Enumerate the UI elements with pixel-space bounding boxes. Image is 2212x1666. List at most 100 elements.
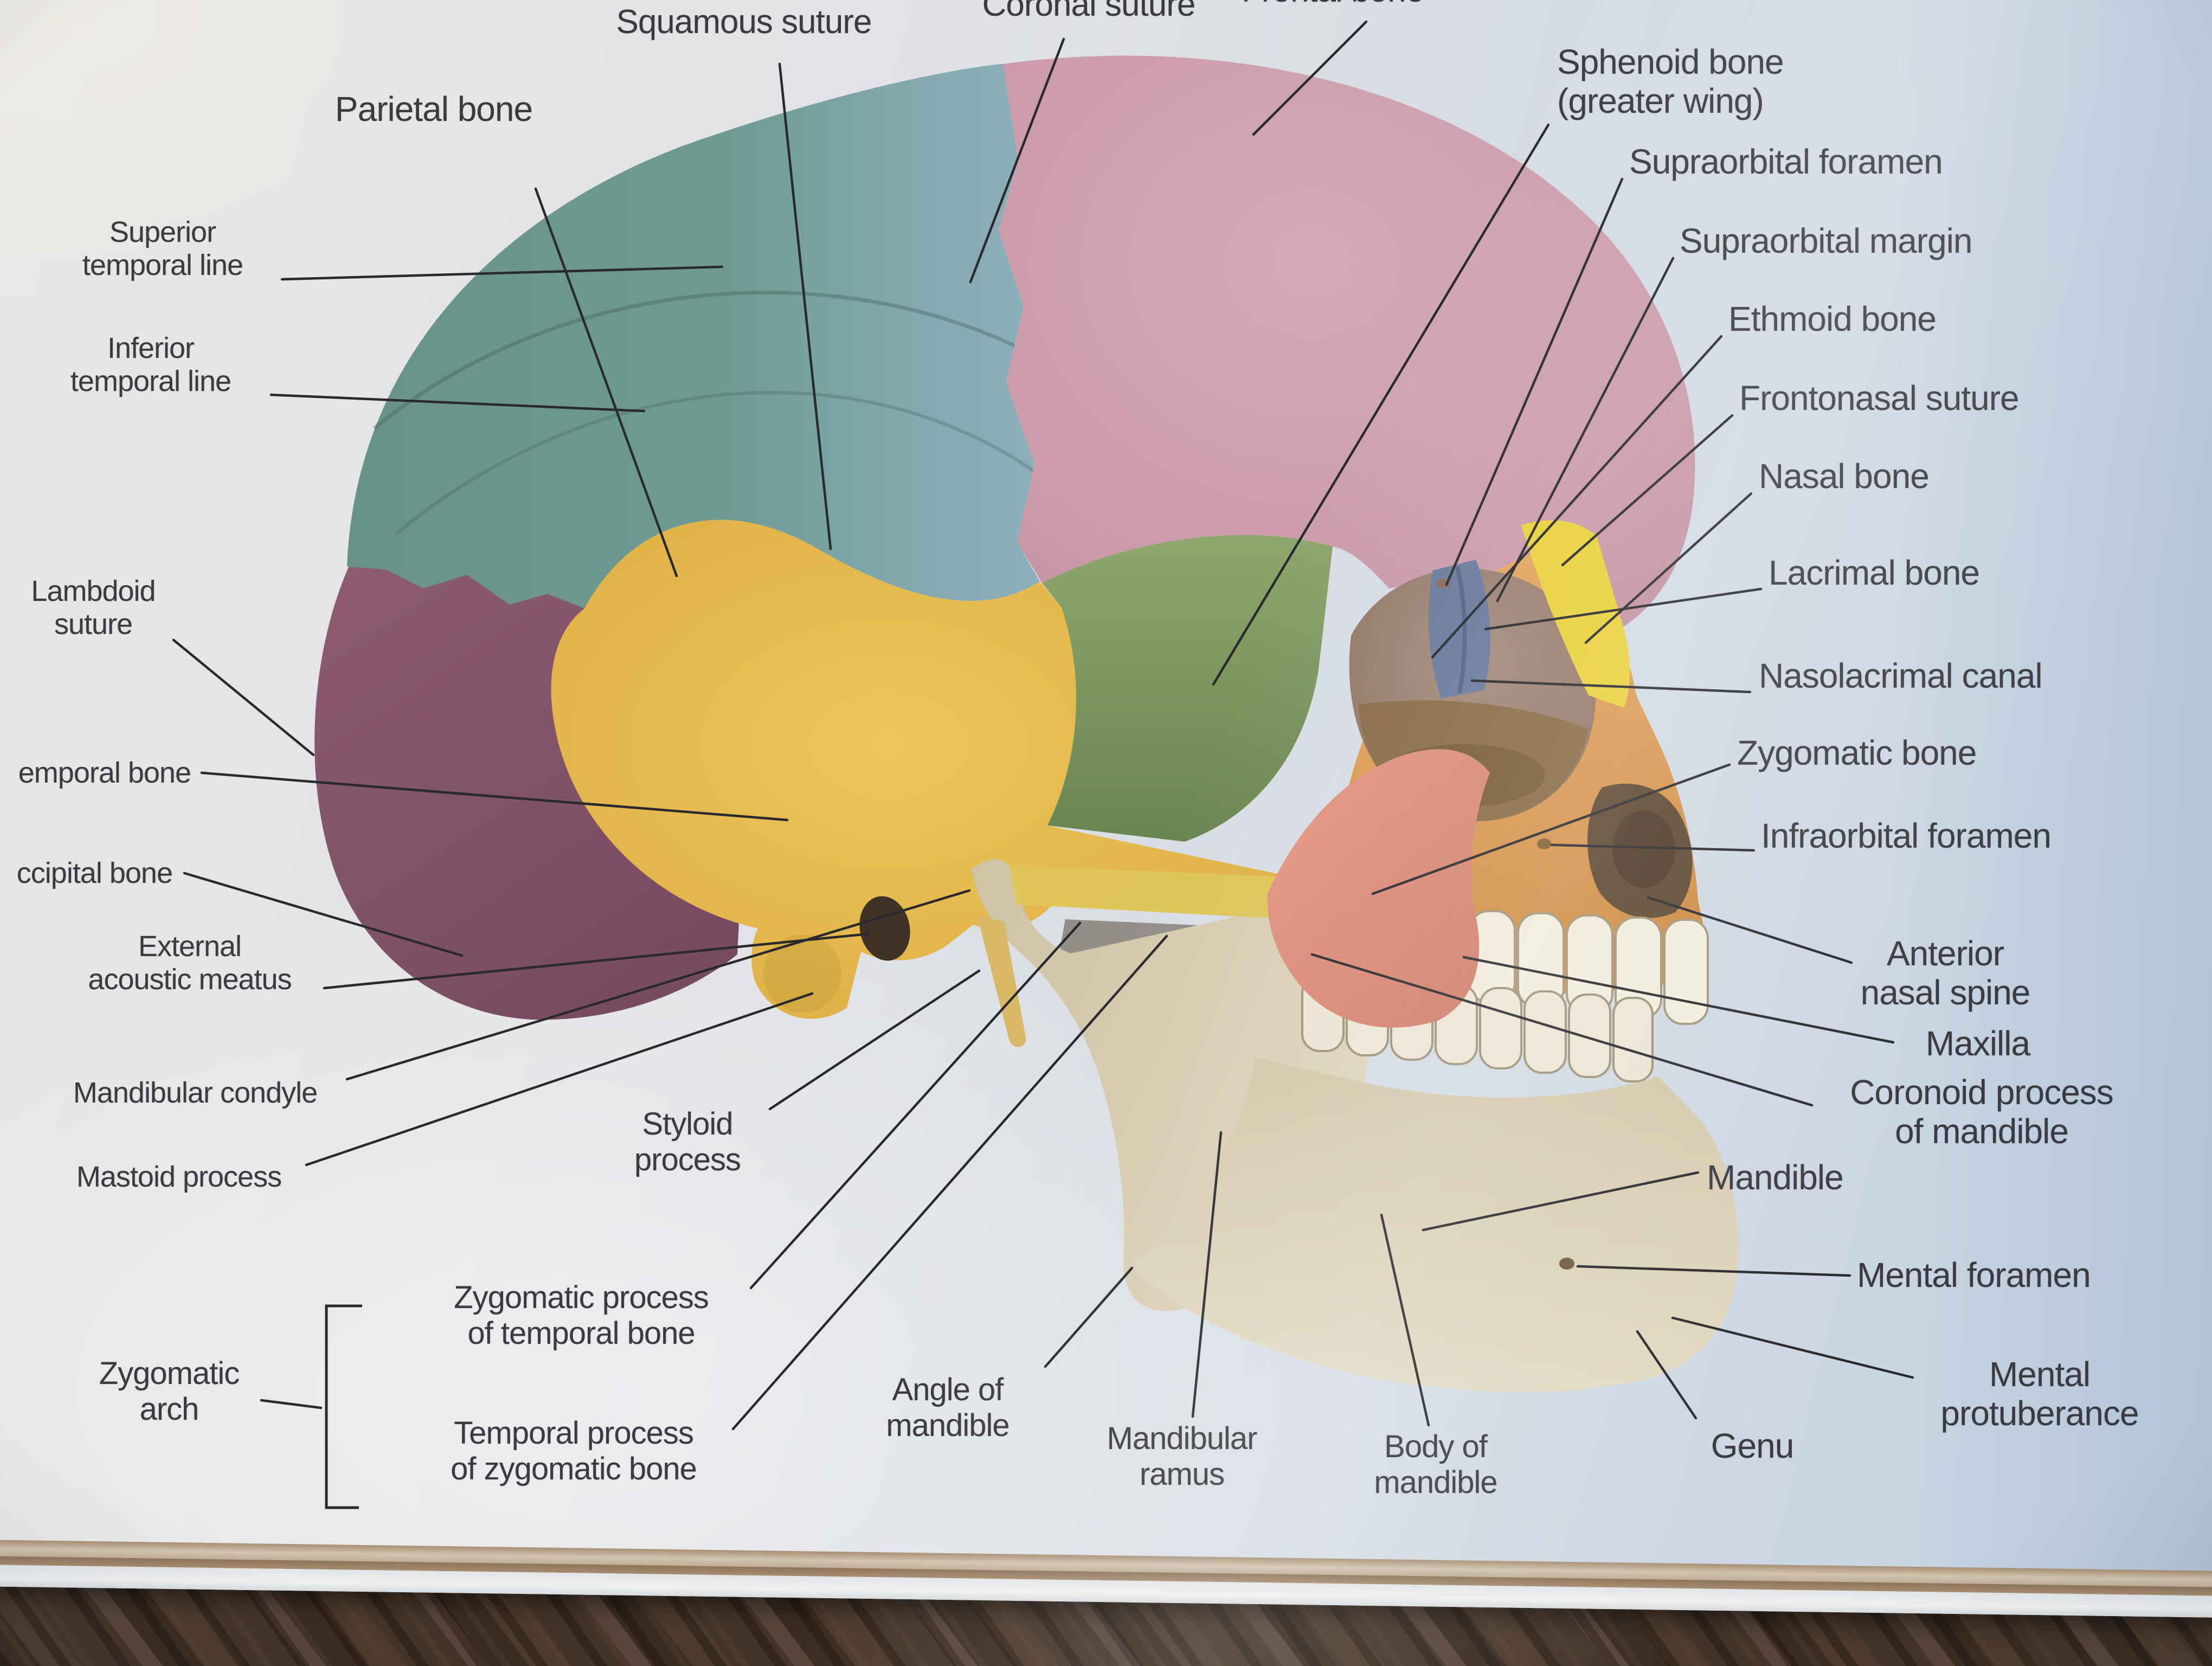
- inferior-temporal-line-curve: [395, 390, 1061, 536]
- leader-line-13: [1550, 843, 1756, 852]
- label-styloid-process-line1: Styloid: [642, 1106, 733, 1142]
- label-parietal-bone-line1: Parietal bone: [335, 89, 533, 129]
- leader-line-30: [749, 921, 1082, 1290]
- nasal-bone-region: [1521, 520, 1630, 708]
- label-coronal-suture-line1: Coronal suture: [982, 0, 1196, 23]
- label-genu-line1: Genu: [1711, 1426, 1795, 1465]
- label-mental-protuberance-line2: protuberance: [1940, 1394, 2139, 1433]
- label-external-acoustic-meatus-line1: External: [138, 930, 242, 963]
- label-external-acoustic-meatus-line2: acoustic meatus: [88, 963, 292, 996]
- label-body-of-mandible-line1: Body of: [1384, 1429, 1488, 1464]
- label-zygomatic-process-of-temporal-bone-line1: Zygomatic process: [454, 1280, 709, 1315]
- parietal-bone-region: [347, 64, 1040, 608]
- label-sphenoid-bone-line2: (greater wing): [1557, 81, 1764, 121]
- leader-line-9: [1584, 492, 1753, 644]
- label-frontal-bone: Frontal bone: [953, 0, 1712, 10]
- nasal-aperture-shadow: [1612, 810, 1675, 888]
- label-inferior-temporal-line-line2: temporal line: [70, 365, 232, 398]
- leader-line-0: [534, 187, 678, 578]
- leader-line-23: [172, 638, 315, 757]
- mental-foramen-dot: [1559, 1258, 1574, 1270]
- leader-line-21: [280, 265, 724, 281]
- label-temporal-process-of-zygomatic-bone-line1: Temporal process: [454, 1415, 694, 1451]
- leader-line-33: [1191, 1131, 1223, 1418]
- leader-line-31: [731, 934, 1168, 1431]
- label-zygomatic-process-of-temporal-bone-line2: of temporal bone: [467, 1315, 695, 1351]
- leader-line-12: [1371, 763, 1731, 895]
- leader-line-19: [1671, 1316, 1914, 1379]
- label-squamous-suture-line1: Squamous suture: [616, 3, 872, 41]
- label-coronoid-process-of-mandible-line2: of mandible: [1895, 1112, 2069, 1151]
- label-mandibular-ramus-line2: ramus: [1139, 1456, 1225, 1492]
- label-anterior-nasal-spine-line1: Anterior: [1886, 934, 2004, 973]
- zygomatic-arch-bracket: [325, 1304, 362, 1509]
- label-mental-foramen: Mental foramen: [1857, 1255, 2091, 1295]
- frontal-bone-region: [999, 55, 1695, 649]
- label-ethmoid-bone: Ethmoid bone: [1728, 299, 1937, 338]
- label-occipital-bone: ccipital bone: [0, 857, 173, 890]
- leader-line-25: [183, 872, 464, 957]
- label-body-of-mandible-line2: mandible: [1374, 1464, 1497, 1500]
- label-frontonasal-suture-line1: Frontonasal suture: [1739, 379, 2020, 418]
- leader-line-10: [1484, 587, 1763, 631]
- leader-line-2: [969, 37, 1065, 284]
- label-superior-temporal-line-line2: temporal line: [82, 249, 243, 282]
- label-lacrimal-bone: Lacrimal bone: [1769, 553, 1980, 592]
- lacrimal-ridge: [1455, 566, 1467, 694]
- leader-line-34: [1380, 1213, 1430, 1427]
- label-sphenoid-bone: Sphenoid bone(greater wing): [1557, 42, 1784, 121]
- label-mental-protuberance-line1: Mental: [1989, 1355, 2091, 1394]
- label-superior-temporal-line-line1: Superior: [109, 216, 216, 248]
- label-inferior-temporal-line-line1: Inferior: [107, 332, 195, 364]
- label-styloid-process-line2: process: [634, 1142, 741, 1177]
- label-squamous-suture: Squamous suture: [364, 3, 1123, 41]
- label-coronal-suture: Coronal suture: [709, 0, 1468, 24]
- mastoid-shading: [763, 934, 841, 1013]
- leader-line-29: [768, 969, 981, 1111]
- sphenoid-bone-region: [1042, 535, 1333, 842]
- label-temporal-bone: emporal bone: [0, 757, 191, 790]
- label-zygomatic-arch-line2: arch: [139, 1391, 200, 1427]
- leader-line-14: [1647, 896, 1853, 964]
- label-temporal-process-of-zygomatic-bone-line2: of zygomatic bone: [451, 1451, 697, 1486]
- zygomatic-arch-bar: [1009, 866, 1282, 919]
- leader-line-26: [323, 932, 870, 990]
- label-mandibular-ramus-line1: Mandibular: [1107, 1421, 1258, 1456]
- label-ethmoid-bone-line1: Ethmoid bone: [1728, 299, 1937, 338]
- label-sphenoid-bone-line1: Sphenoid bone: [1557, 42, 1784, 81]
- label-zygomatic-bone-line1: Zygomatic bone: [1737, 733, 1977, 772]
- leader-line-15: [1462, 956, 1895, 1044]
- label-angle-of-mandible-line1: Angle of: [892, 1372, 1004, 1407]
- leader-line-11: [1470, 679, 1752, 694]
- leader-line-22: [269, 393, 646, 413]
- label-zygomatic-bone: Zygomatic bone: [1737, 733, 1977, 772]
- leader-line-27: [345, 889, 971, 1081]
- label-angle-of-mandible-line2: mandible: [886, 1407, 1009, 1443]
- label-nasolacrimal-canal: Nasolacrimal canal: [1759, 656, 2043, 695]
- label-mental-foramen-line1: Mental foramen: [1857, 1255, 2091, 1295]
- label-mastoid-process: Mastoid process: [0, 1161, 558, 1194]
- label-occipital-bone-line1: ccipital bone: [16, 857, 173, 889]
- label-lambdoid-suture-line2: suture: [54, 608, 133, 641]
- infraorbital-foramen-dot: [1537, 838, 1551, 849]
- leader-line-17: [1422, 1171, 1700, 1232]
- label-frontal-bone-line1: Frontal bone: [1242, 0, 1424, 9]
- leader-line-32: [1044, 1266, 1134, 1368]
- leader-line-16: [1310, 953, 1814, 1107]
- label-nasal-bone: Nasal bone: [1759, 457, 1930, 496]
- label-maxilla: Maxilla: [1598, 1024, 2212, 1063]
